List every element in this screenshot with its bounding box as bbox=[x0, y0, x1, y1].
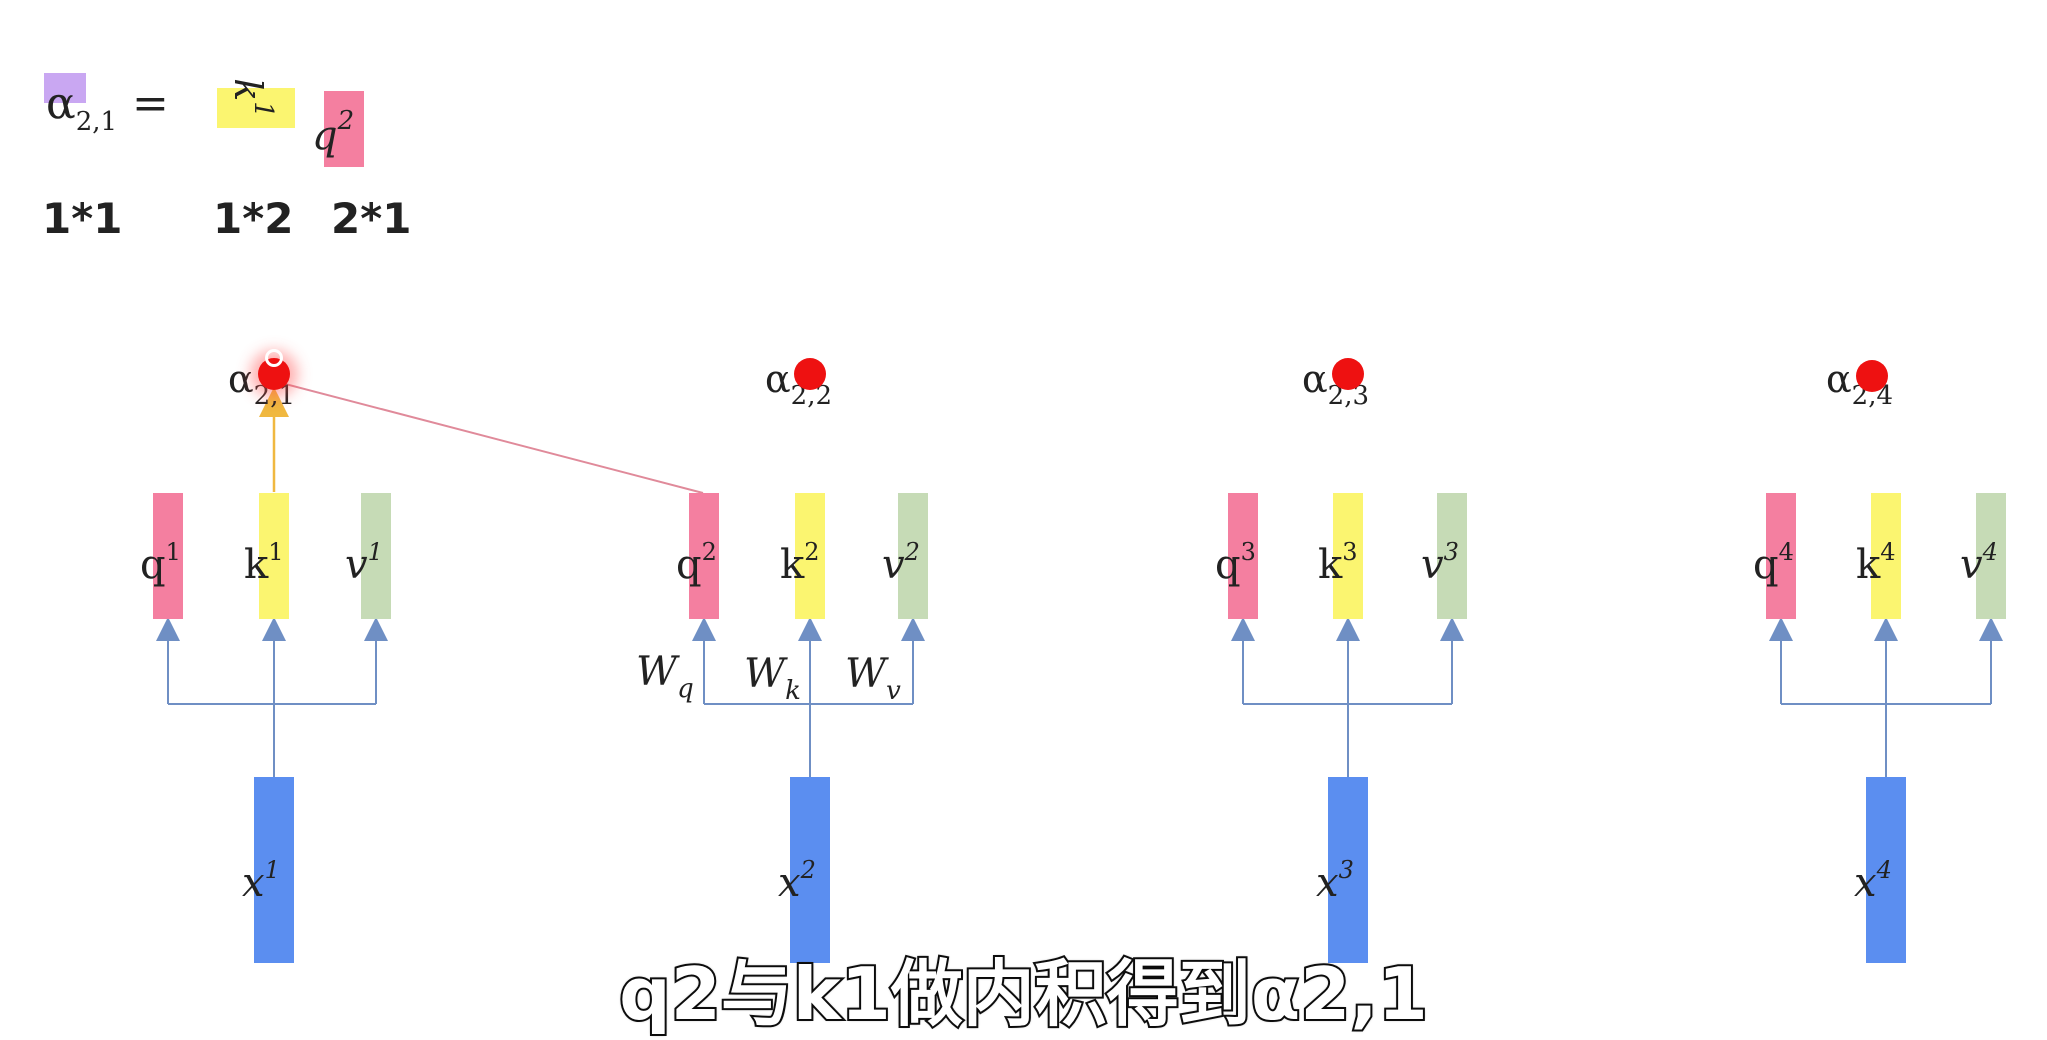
k4-label: k4 bbox=[1856, 540, 1896, 585]
w-q-label: Wq bbox=[636, 652, 694, 702]
w-k-sub: k bbox=[785, 676, 801, 706]
q2-formula-base: q bbox=[312, 113, 338, 159]
x4-label: x4 bbox=[1854, 858, 1892, 903]
k1-label: k1 bbox=[244, 540, 284, 585]
v2-label-sup: 2 bbox=[904, 538, 920, 566]
dim-alpha: 1*1 bbox=[42, 194, 123, 243]
q2-label: q2 bbox=[676, 540, 717, 585]
q3-label-sup: 3 bbox=[1240, 538, 1256, 566]
v2-label: v2 bbox=[882, 540, 920, 585]
q1-label-sup: 1 bbox=[165, 538, 181, 566]
alpha-2-4-base: α bbox=[1826, 357, 1852, 401]
w-v-sub: v bbox=[886, 676, 901, 706]
q2-formula-sup: 2 bbox=[337, 106, 355, 136]
k2-label-base: k bbox=[780, 542, 805, 588]
video-subtitle: q2与k1做内积得到α2,1 bbox=[617, 950, 1430, 1038]
alpha-swatch bbox=[44, 73, 86, 103]
cursor-ring bbox=[265, 349, 283, 367]
formula-equals: = bbox=[132, 78, 169, 129]
x2-label-sup: 2 bbox=[800, 856, 816, 884]
v4-label-base: v bbox=[1960, 542, 1983, 588]
alpha-2-2-dot bbox=[794, 358, 826, 390]
k1-bar bbox=[259, 493, 289, 619]
x4-label-sup: 4 bbox=[1876, 856, 1892, 884]
w-k-label: Wk bbox=[744, 654, 801, 704]
q1-label-base: q bbox=[140, 542, 166, 588]
x4-label-base: x bbox=[1854, 860, 1877, 906]
k1-label-base: k bbox=[244, 542, 269, 588]
v3-label-sup: 3 bbox=[1443, 538, 1459, 566]
w-k-base: W bbox=[744, 651, 786, 697]
k3-label-sup: 3 bbox=[1342, 538, 1358, 566]
dim-q: 2*1 bbox=[331, 194, 412, 243]
q2-label-base: q bbox=[676, 542, 702, 588]
x1-label: x1 bbox=[242, 858, 280, 903]
v1-label-base: v bbox=[345, 542, 368, 588]
k3-bar bbox=[1333, 493, 1363, 619]
x1-bar bbox=[254, 777, 294, 963]
q4-label-base: q bbox=[1753, 542, 1779, 588]
k3-label: k3 bbox=[1318, 540, 1358, 585]
x3-label-base: x bbox=[1316, 860, 1339, 906]
alpha-2-3-base: α bbox=[1302, 357, 1328, 401]
alpha-2-2-base: α bbox=[765, 357, 791, 401]
w-v-base: W bbox=[845, 651, 887, 697]
k-transpose-bar bbox=[217, 88, 295, 128]
q4-label-sup: 4 bbox=[1778, 538, 1794, 566]
x2-bar bbox=[790, 777, 830, 963]
q2-label-sup: 2 bbox=[701, 538, 717, 566]
v4-label: v4 bbox=[1960, 540, 1998, 585]
alpha-2-4-dot bbox=[1856, 360, 1888, 392]
v4-bar bbox=[1976, 493, 2006, 619]
q3-label-base: q bbox=[1215, 542, 1241, 588]
x2-label: x2 bbox=[778, 858, 816, 903]
q2-to-alpha21-line bbox=[269, 379, 704, 494]
q4-bar bbox=[1766, 493, 1796, 619]
x1-label-sup: 1 bbox=[264, 856, 280, 884]
v1-label: v1 bbox=[345, 540, 383, 585]
k2-label-sup: 2 bbox=[804, 538, 820, 566]
q4-label: q4 bbox=[1753, 540, 1794, 585]
q3-bar bbox=[1228, 493, 1258, 619]
k3-label-base: k bbox=[1318, 542, 1343, 588]
q1-bar bbox=[153, 493, 183, 619]
q2-column-bar bbox=[324, 91, 364, 167]
k4-label-base: k bbox=[1856, 542, 1881, 588]
q2-bar bbox=[689, 493, 719, 619]
w-q-base: W bbox=[636, 649, 678, 695]
k4-bar bbox=[1871, 493, 1901, 619]
v3-label-base: v bbox=[1421, 542, 1444, 588]
formula-lhs: α2,1 bbox=[46, 78, 117, 137]
x3-bar bbox=[1328, 777, 1368, 963]
v2-label-base: v bbox=[882, 542, 905, 588]
alpha-2-3-dot bbox=[1332, 358, 1364, 390]
q1-label: q1 bbox=[140, 540, 181, 585]
formula-alpha-sub: 2,1 bbox=[75, 107, 118, 137]
x3-label: x3 bbox=[1316, 858, 1354, 903]
v3-bar bbox=[1437, 493, 1467, 619]
k2-label: k2 bbox=[780, 540, 820, 585]
alpha-2-2-label: α2,2 bbox=[765, 360, 832, 409]
formula-alpha: α bbox=[46, 78, 76, 129]
dim-k: 1*2 bbox=[213, 194, 294, 243]
v4-label-sup: 4 bbox=[1982, 538, 1998, 566]
q3-label: q3 bbox=[1215, 540, 1256, 585]
w-v-label: Wv bbox=[845, 654, 901, 704]
k2-bar bbox=[795, 493, 825, 619]
x3-label-sup: 3 bbox=[1338, 856, 1354, 884]
k4-label-sup: 4 bbox=[1880, 538, 1896, 566]
v2-bar bbox=[898, 493, 928, 619]
alpha-2-1-base: α bbox=[228, 357, 254, 401]
q2-formula-label: q2 bbox=[312, 106, 354, 159]
v1-bar bbox=[361, 493, 391, 619]
k1-label-sup: 1 bbox=[268, 538, 284, 566]
v3-label: v3 bbox=[1421, 540, 1459, 585]
v1-label-sup: 1 bbox=[367, 538, 383, 566]
x2-label-base: x bbox=[778, 860, 801, 906]
w-q-sub: q bbox=[677, 674, 694, 704]
x4-bar bbox=[1866, 777, 1906, 963]
x1-label-base: x bbox=[242, 860, 265, 906]
